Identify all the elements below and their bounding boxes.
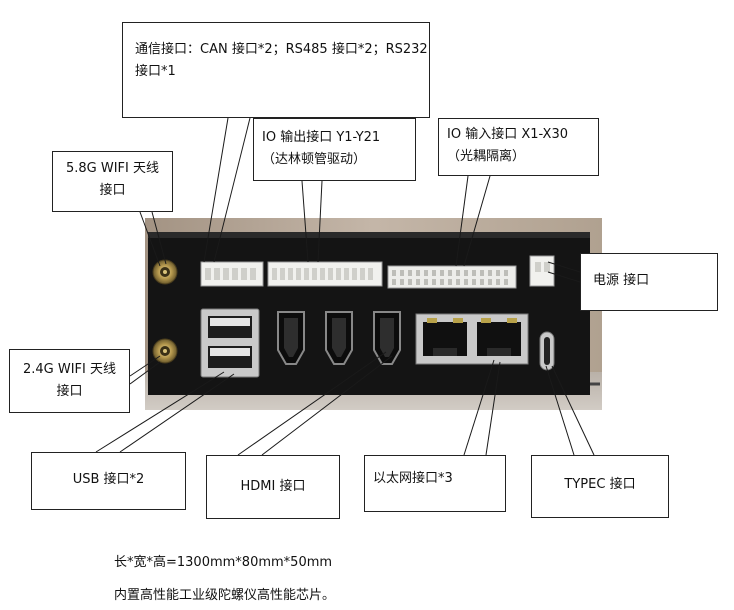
usb-ports — [200, 308, 260, 378]
note-chip: 内置高性能工业级陀螺仪高性能芯片。 — [114, 588, 336, 603]
label-usb: USB 接口*2 — [31, 452, 186, 510]
label-io-input-line1: IO 输入接口 X1-X30 — [447, 127, 568, 142]
label-wifi-5-8g: 5.8G WIFI 天线 接口 — [52, 151, 173, 212]
label-typec-text: TYPEC 接口 — [564, 477, 636, 492]
label-wifi-5-8g-line2: 接口 — [99, 183, 126, 198]
label-comm-line2: 接口*1 — [135, 64, 176, 79]
ethernet-ports — [415, 313, 529, 365]
hdmi-port-1 — [277, 311, 305, 365]
label-wifi-5-8g-line1: 5.8G WIFI 天线 — [65, 161, 159, 176]
callout-lines — [95, 117, 595, 456]
comm-terminal-block — [200, 261, 264, 287]
label-power: 电源 接口 — [580, 253, 718, 311]
label-io-output-line2: （达林顿管驱动） — [262, 152, 367, 167]
sma-connector-2-4g — [152, 338, 178, 364]
power-connector — [529, 255, 555, 287]
label-wifi-2-4g-line1: 2.4G WIFI 天线 — [22, 362, 116, 377]
typec-port — [539, 331, 555, 371]
label-hdmi-text: HDMI 接口 — [240, 479, 306, 494]
label-io-input: IO 输入接口 X1-X30 （光耦隔离） — [438, 118, 599, 176]
label-io-output-line1: IO 输出接口 Y1-Y21 — [262, 130, 381, 145]
io-input-terminal-block — [387, 265, 517, 289]
note-dimensions: 长*宽*高=1300mm*80mm*50mm — [114, 555, 333, 570]
label-io-input-line2: （光耦隔离） — [447, 149, 526, 164]
label-hdmi: HDMI 接口 — [206, 455, 340, 519]
label-ethernet: 以太网接口*3 — [364, 455, 506, 512]
label-ethernet-text: 以太网接口*3 — [373, 471, 453, 486]
hdmi-port-3 — [373, 311, 401, 365]
label-usb-text: USB 接口*2 — [72, 472, 145, 487]
hdmi-port-2 — [325, 311, 353, 365]
label-comm-interfaces: 通信接口：CAN 接口*2；RS485 接口*2；RS232 接口*1 — [122, 22, 430, 118]
label-wifi-2-4g-line2: 接口 — [56, 384, 83, 399]
label-power-text: 电源 接口 — [593, 273, 650, 288]
sma-connector-5-8g — [152, 259, 178, 285]
io-output-terminal-block — [267, 261, 383, 287]
label-wifi-2-4g: 2.4G WIFI 天线 接口 — [9, 349, 130, 413]
label-io-output: IO 输出接口 Y1-Y21 （达林顿管驱动） — [253, 118, 416, 181]
label-typec: TYPEC 接口 — [531, 455, 669, 518]
label-comm-line1: 通信接口：CAN 接口*2；RS485 接口*2；RS232 — [135, 42, 428, 57]
